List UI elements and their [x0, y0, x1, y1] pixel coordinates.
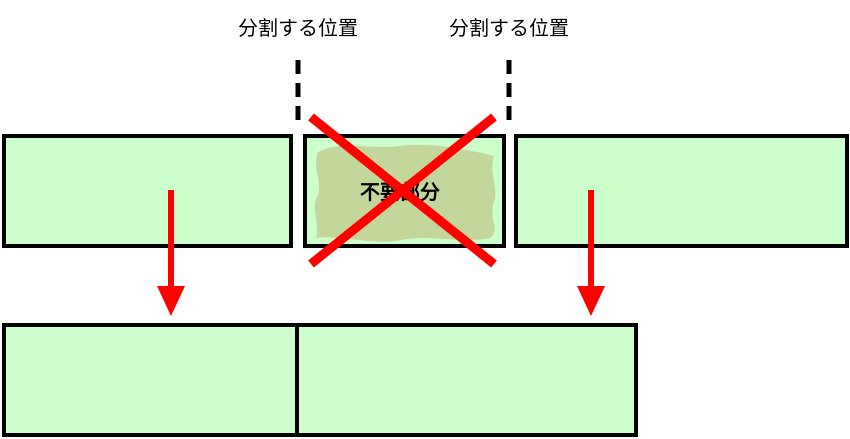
segment-bottom-right [295, 323, 638, 437]
arrowhead-right [577, 286, 605, 316]
split-position-label-right: 分割する位置 [449, 16, 569, 40]
segment-top-right [514, 134, 849, 248]
cross-line-2 [308, 113, 497, 268]
split-position-label-left: 分割する位置 [238, 16, 358, 40]
segment-top-left [2, 134, 293, 248]
arrowhead-left [157, 286, 185, 316]
segment-bottom-left [2, 323, 299, 437]
